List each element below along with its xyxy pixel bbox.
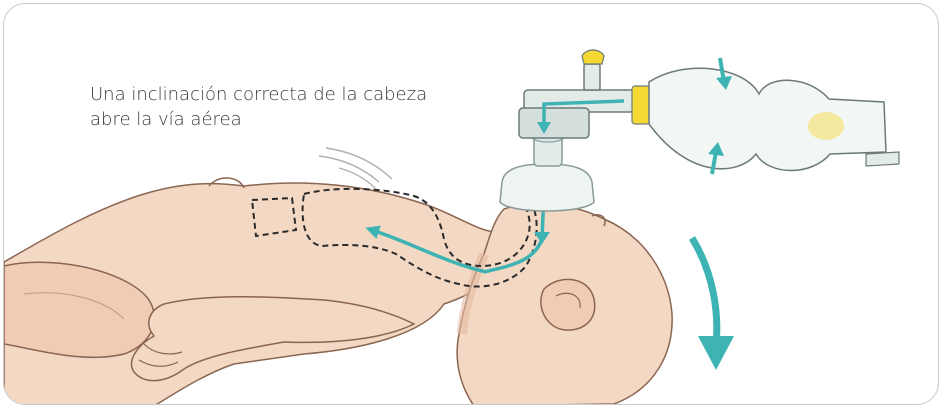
valve-yellow-ring <box>631 85 651 125</box>
stomach-outline <box>250 196 298 238</box>
caption-line-1: Una inclinación correcta de la cabeza <box>90 84 428 105</box>
scene-illustration <box>4 49 900 404</box>
illustration-frame: Una inclinación correcta de la cabeza ab… <box>3 3 939 405</box>
infant-ear <box>540 278 596 331</box>
squeeze-bag <box>648 67 887 172</box>
infant-figure <box>4 177 673 404</box>
valve-cap <box>581 49 605 65</box>
head-tilt-arrow <box>689 236 734 370</box>
caption: Una inclinación correcta de la cabeza ab… <box>90 82 450 132</box>
bag-valve-mask <box>518 49 900 172</box>
caption-line-2: abre la vía aérea <box>90 109 242 130</box>
infant-arm <box>130 295 416 382</box>
airflow-arrow <box>365 143 550 274</box>
face-mask <box>499 131 595 212</box>
squeeze-arrow-bottom <box>710 151 718 175</box>
motion-lines <box>318 147 393 190</box>
